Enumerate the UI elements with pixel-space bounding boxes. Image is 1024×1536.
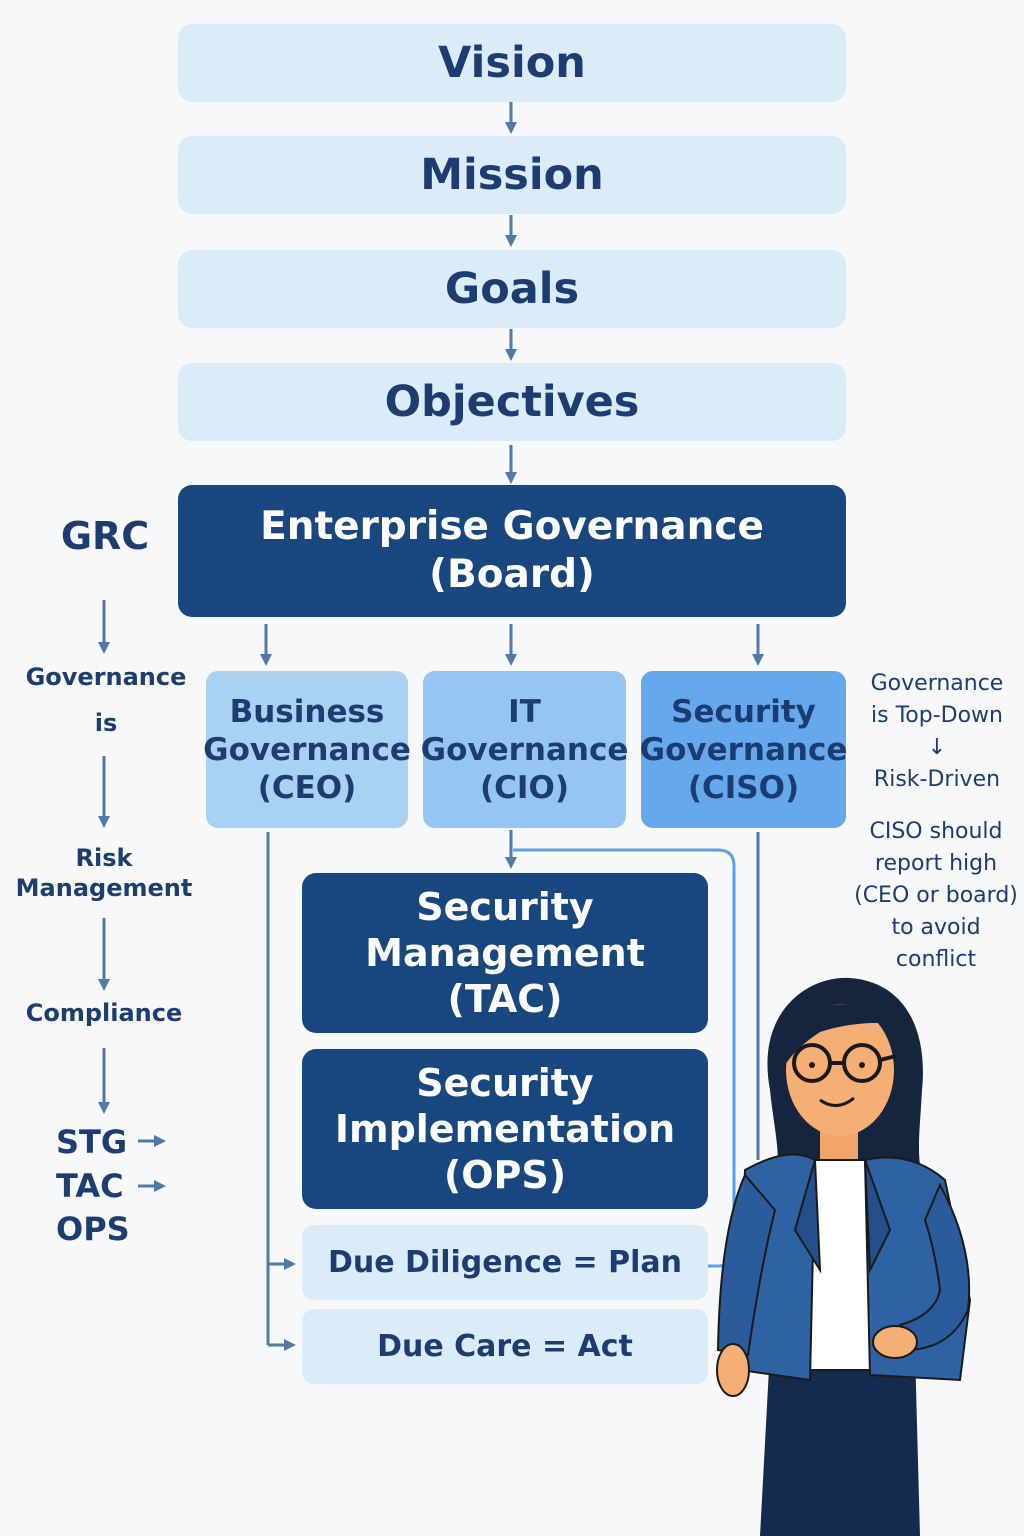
security-implementation-label: Security Implementation (OPS): [334, 1061, 676, 1197]
risk-management-label: Risk Management: [15, 844, 193, 902]
stg-label: STG: [56, 1123, 128, 1161]
security-implementation-box: Security Implementation (OPS): [302, 1049, 708, 1209]
tac-label: TAC: [56, 1167, 124, 1205]
due-care-label: Due Care = Act: [377, 1329, 633, 1364]
mission-box: Mission: [178, 136, 846, 214]
compliance-label: Compliance: [25, 999, 183, 1027]
governance-is-label: Governance is: [25, 663, 187, 737]
person-illustration: [716, 977, 972, 1536]
due-diligence-box: Due Diligence = Plan: [302, 1225, 708, 1300]
vision-label: Vision: [438, 38, 586, 88]
vision-box: Vision: [178, 24, 846, 102]
ciso-note: CISO should report high (CEO or board) t…: [854, 819, 1018, 972]
objectives-box: Objectives: [178, 363, 846, 441]
goals-box: Goals: [178, 250, 846, 328]
it-governance-label: IT Governance (CIO): [420, 693, 629, 806]
objectives-label: Objectives: [384, 377, 640, 427]
business-governance-box: Business Governance (CEO): [203, 671, 411, 828]
mission-label: Mission: [420, 150, 604, 200]
security-governance-box: Security Governance (CISO): [639, 671, 848, 828]
due-diligence-label: Due Diligence = Plan: [327, 1245, 682, 1280]
due-care-box: Due Care = Act: [302, 1309, 708, 1384]
enterprise-governance-label: Enterprise Governance (Board): [260, 504, 764, 597]
grc-label: GRC: [60, 514, 150, 558]
security-governance-label: Security Governance (CISO): [639, 693, 848, 806]
business-governance-label: Business Governance (CEO): [203, 693, 411, 806]
ops-label: OPS: [56, 1210, 130, 1248]
goals-label: Goals: [444, 264, 580, 314]
enterprise-governance-box: Enterprise Governance (Board): [178, 485, 846, 617]
security-management-label: Security Management (TAC): [365, 885, 645, 1021]
top-down-note: Governance is Top-Down ↓ Risk-Driven: [870, 671, 1004, 792]
security-management-box: Security Management (TAC): [302, 873, 708, 1033]
it-governance-box: IT Governance (CIO): [420, 671, 629, 828]
